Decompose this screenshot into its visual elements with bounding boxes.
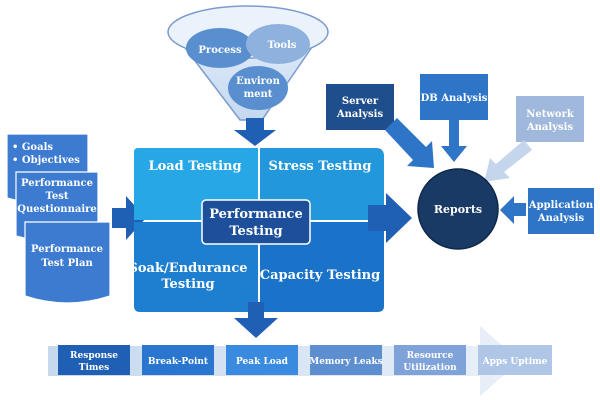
metric-peak-load: [226, 345, 298, 375]
questionnaire-label-1: Performance: [21, 178, 93, 189]
metric-apps-uptime-label: Apps Uptime: [482, 357, 548, 367]
goals-label: • Goals: [12, 142, 53, 153]
funnel-process-label: Process: [198, 45, 242, 56]
inputs-right-arrow: [112, 196, 146, 240]
funnel-tools: [246, 24, 310, 64]
soak-testing-label-1: Soak/Endurance: [128, 261, 247, 276]
db-analysis-label: DB Analysis: [421, 93, 488, 104]
objectives-label: • Objectives: [12, 155, 80, 166]
application-analysis-box: [528, 188, 594, 234]
funnel-environment: [228, 66, 288, 110]
questionnaire-label-3: Questionnaire: [17, 204, 97, 215]
load-testing-label: Load Testing: [148, 159, 241, 174]
db-analysis-box: [420, 74, 488, 120]
metric-apps-uptime: [478, 345, 552, 375]
quadrants-down-arrow: [234, 302, 278, 338]
test-plan-label-2: Test Plan: [41, 258, 93, 269]
server-analysis-label-2: Analysis: [336, 109, 384, 120]
funnel-process: [186, 28, 254, 68]
metric-peak-load-label: Peak Load: [236, 357, 289, 367]
funnel-environment-label-1: Environ: [236, 76, 280, 87]
metric-response-times-label-2: Times: [79, 363, 109, 373]
center-label-2: Testing: [229, 224, 282, 239]
server-analysis-box: [326, 84, 394, 130]
network-analysis-label-1: Network: [526, 109, 575, 120]
network-analysis-box: [516, 96, 584, 142]
metric-break-point-label: Break-Point: [148, 357, 209, 367]
stress-testing-label: Stress Testing: [269, 159, 372, 174]
metrics-band: Response Times Break-Point Peak Load Mem…: [48, 326, 552, 396]
metric-resource-utilization: [394, 345, 466, 375]
reports-label: Reports: [434, 203, 482, 216]
reports-circle: [417, 168, 499, 250]
funnel-environment-label-2: ment: [244, 89, 273, 100]
metric-memory-leaks: [310, 345, 382, 375]
questionnaire-label-2: Test: [46, 191, 69, 202]
testing-quadrants: Load Testing Stress Testing Soak/Enduran…: [128, 148, 384, 312]
input-documents: • Goals • Objectives Performance Test Qu…: [6, 133, 111, 304]
network-analysis-label-2: Analysis: [526, 122, 574, 133]
analysis-boxes: Server Analysis DB Analysis Network Anal…: [326, 74, 594, 234]
application-analysis-label-2: Analysis: [537, 213, 585, 224]
funnel-tools-label: Tools: [267, 40, 296, 51]
metric-response-times-label-1: Response: [70, 351, 118, 361]
server-analysis-label-1: Server: [342, 96, 379, 107]
center-label-1: Performance: [209, 207, 302, 222]
db-to-reports-arrow: [441, 120, 467, 162]
to-reports-arrow: [368, 193, 412, 243]
performance-testing-center: [201, 199, 311, 245]
application-to-reports-arrow: [500, 196, 526, 224]
server-to-reports-arrow: [385, 118, 434, 168]
metric-break-point: [142, 345, 214, 375]
input-funnel: Process Tools Environ ment: [167, 5, 329, 121]
network-to-reports-arrow: [484, 140, 532, 182]
metric-resource-utilization-label-2: Utilization: [403, 363, 457, 373]
test-plan-document: [24, 221, 111, 304]
metric-memory-leaks-label: Memory Leaks: [309, 357, 383, 367]
soak-testing-label-2: Testing: [161, 277, 214, 292]
application-analysis-label-1: Application: [528, 200, 594, 211]
test-plan-label-1: Performance: [31, 244, 103, 255]
metric-resource-utilization-label-1: Resource: [407, 351, 454, 361]
metric-response-times: [58, 345, 130, 375]
capacity-testing-label: Capacity Testing: [260, 268, 380, 283]
funnel-down-arrow: [234, 118, 276, 146]
